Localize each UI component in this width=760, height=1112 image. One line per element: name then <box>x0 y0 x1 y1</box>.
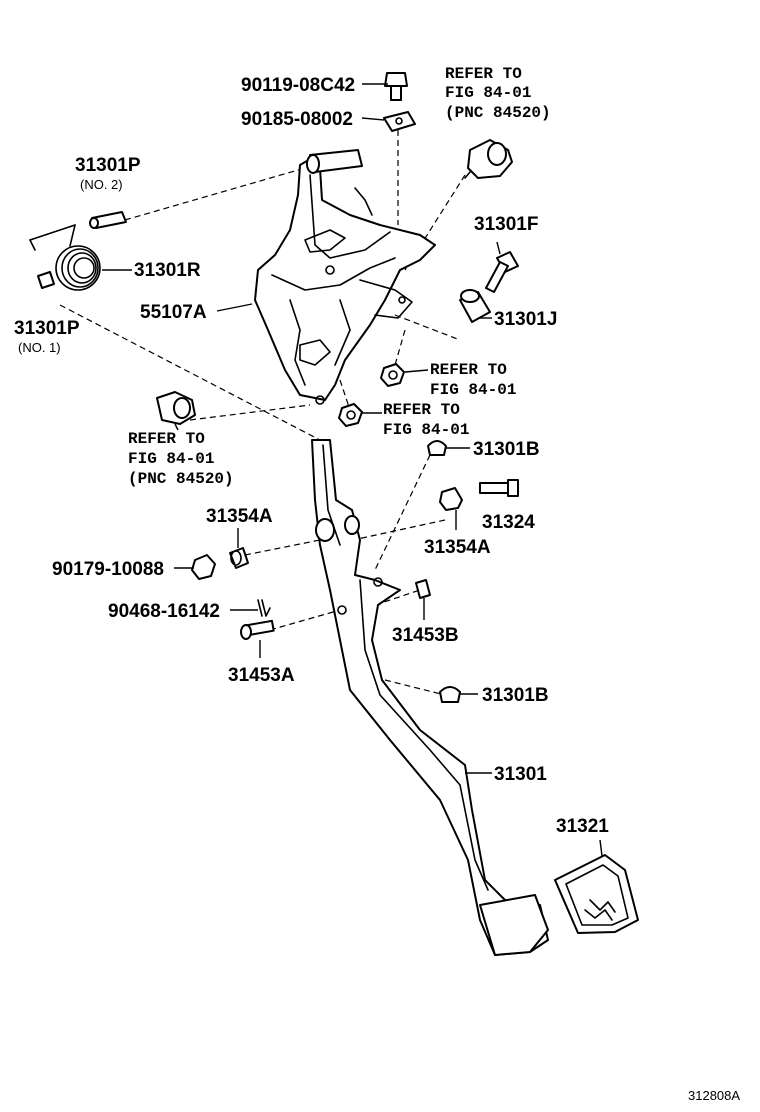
leader-lines <box>102 83 603 857</box>
label-31301p-no1-sub: (NO. 1) <box>18 340 61 355</box>
label-31453a: 31453A <box>228 665 295 686</box>
label-55107a: 55107A <box>140 302 207 323</box>
nut-plate-90185-icon <box>383 111 416 132</box>
stop-lamp-switch-left-icon <box>156 391 196 425</box>
label-90179: 90179-10088 <box>52 559 164 580</box>
label-90185: 90185-08002 <box>241 109 353 130</box>
label-31301f: 31301F <box>474 214 538 235</box>
pin-31453a-icon <box>240 619 275 640</box>
pin-31301p-no2-icon <box>89 211 127 229</box>
label-31301b-bottom: 31301B <box>482 685 549 706</box>
label-refer-top-line2: FIG 84-01 <box>445 84 531 102</box>
label-refer-mid1-line1: REFER TO <box>430 361 507 379</box>
label-31354a-left: 31354A <box>206 506 273 527</box>
label-90119: 90119-08C42 <box>241 75 355 96</box>
figure-id: 312808A <box>688 1088 740 1103</box>
part-labels: 90119-08C42 90185-08002 REFER TO FIG 84-… <box>14 65 740 1103</box>
nut-90179-icon <box>191 554 216 580</box>
cushion-31301b-bottom-icon <box>439 686 461 703</box>
label-refer-mid2-line1: REFER TO <box>383 401 460 419</box>
label-90468: 90468-16142 <box>108 601 220 622</box>
label-refer-mid2-line2: FIG 84-01 <box>383 421 469 439</box>
label-refer-top-line1: REFER TO <box>445 65 522 83</box>
return-spring-31301r-icon <box>29 224 101 291</box>
nut-mid1-icon <box>380 363 405 387</box>
label-31321: 31321 <box>556 816 609 837</box>
label-refer-mid1-line2: FIG 84-01 <box>430 381 516 399</box>
nut-mid2-icon <box>338 403 363 427</box>
label-31301b-top: 31301B <box>473 439 540 460</box>
pedal-bracket-55107a <box>254 149 436 405</box>
label-31301: 31301 <box>494 764 547 785</box>
bolt-31324-icon <box>479 479 519 497</box>
pin-31453b-icon <box>415 579 431 599</box>
clip-90468-icon <box>257 599 271 617</box>
label-refer-top-line3: (PNC 84520) <box>445 104 551 122</box>
stop-lamp-switch-top-icon <box>464 139 513 179</box>
label-31453b: 31453B <box>392 625 459 646</box>
bushing-31354a-left-icon <box>229 547 249 569</box>
collar-31301j-icon <box>459 289 491 323</box>
label-31301j: 31301J <box>494 309 557 330</box>
label-31301p-no2: 31301P <box>75 155 141 176</box>
label-refer-left-line2: FIG 84-01 <box>128 450 214 468</box>
label-31301r: 31301R <box>134 260 201 281</box>
cushion-31301b-top-icon <box>427 440 447 456</box>
pedal-pad-31321-icon <box>554 854 639 934</box>
label-31301p-no2-sub: (NO. 2) <box>80 177 123 192</box>
label-31301p-no1: 31301P <box>14 318 80 339</box>
pedal-arm-31301 <box>311 439 549 956</box>
bolt-90119-icon <box>384 72 408 101</box>
pin-31301p-no1-icon <box>37 271 55 289</box>
label-31354a-right: 31354A <box>424 537 491 558</box>
label-refer-left-line1: REFER TO <box>128 430 205 448</box>
label-refer-left-line3: (PNC 84520) <box>128 470 234 488</box>
bolt-31301f-icon <box>485 251 519 293</box>
bushing-31354a-right-icon <box>439 487 463 511</box>
label-31324: 31324 <box>482 512 535 533</box>
